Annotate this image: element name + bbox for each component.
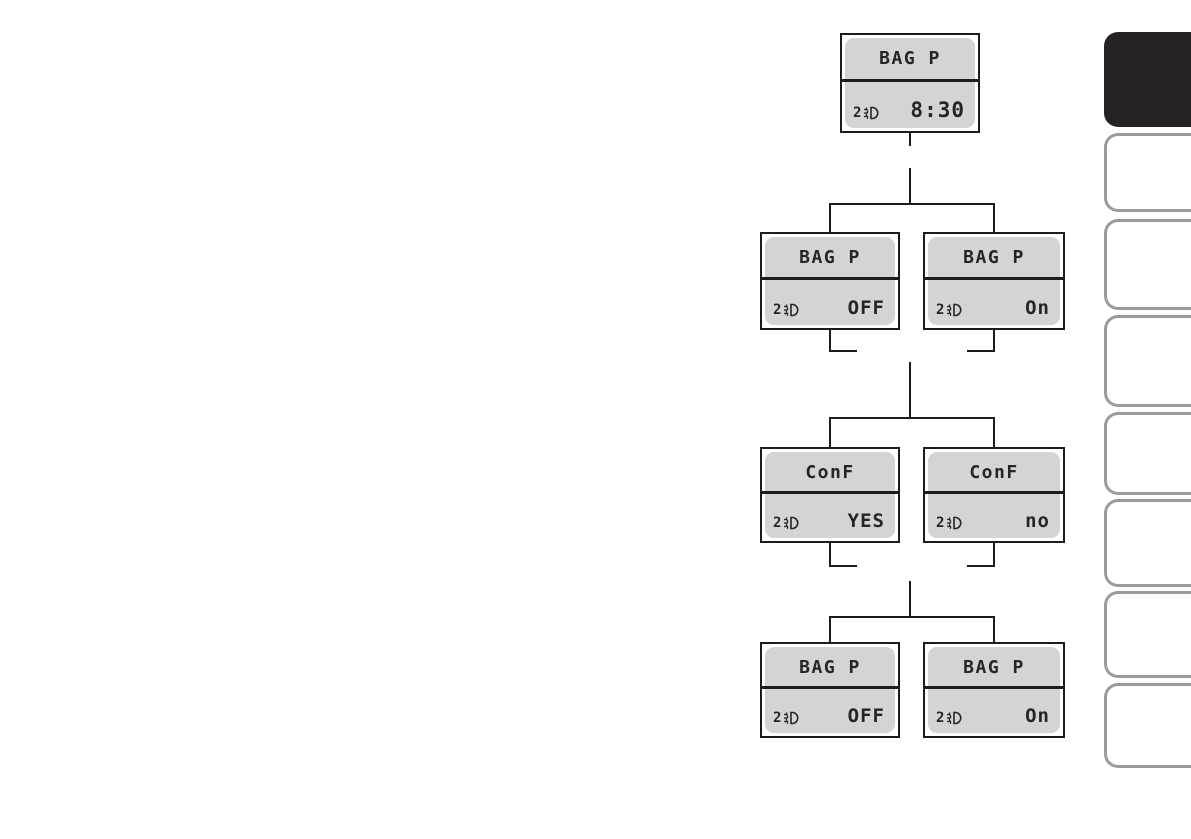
lamp-glyph <box>947 516 962 530</box>
lcd-title: ConF <box>805 462 855 483</box>
connector-line <box>829 330 831 352</box>
connector-line <box>829 417 995 419</box>
connector-line <box>829 205 831 232</box>
lcd-divider <box>925 686 1063 690</box>
lcd-title: ConF <box>969 462 1019 483</box>
connector-line <box>829 419 831 447</box>
lcd-value: OFF <box>847 297 885 319</box>
connector-line <box>829 203 995 205</box>
lcd-title: BAG P <box>799 247 861 268</box>
panel-light-icon: 2 <box>936 302 963 318</box>
panel-light-icon: 2 <box>936 515 963 531</box>
lamp-glyph <box>784 711 799 725</box>
lcd-divider <box>762 277 898 281</box>
panel-light-icon: 2 <box>773 710 800 726</box>
lcd-divider <box>842 79 978 83</box>
connector-line <box>909 133 911 146</box>
lamp-glyph <box>947 303 962 317</box>
section-tab-5 <box>1104 412 1191 495</box>
lcd-value: 8:30 <box>910 98 965 122</box>
connector-line <box>909 168 911 205</box>
connector-line <box>829 543 831 567</box>
connector-line <box>967 350 995 352</box>
connector-line <box>829 565 857 567</box>
lcd-divider <box>925 491 1063 495</box>
lcd-screen-bagp-on: BAG P 2 On <box>923 232 1065 330</box>
icon-number: 2 <box>773 302 782 318</box>
section-tab-4 <box>1104 315 1191 407</box>
connector-line <box>909 362 911 419</box>
lcd-value: no <box>1025 510 1050 532</box>
icon-number: 2 <box>773 515 782 531</box>
icon-number: 2 <box>936 515 945 531</box>
lcd-value: On <box>1025 705 1050 727</box>
lcd-title: BAG P <box>879 48 941 69</box>
section-tab-8 <box>1104 683 1191 768</box>
panel-light-icon: 2 <box>936 710 963 726</box>
section-tab-6 <box>1104 499 1191 587</box>
section-tab-7 <box>1104 591 1191 678</box>
lcd-screen-bagp-off: BAG P 2 OFF <box>760 232 900 330</box>
icon-number: 2 <box>936 302 945 318</box>
lcd-title: BAG P <box>799 657 861 678</box>
section-tab-1 <box>1104 32 1191 127</box>
connector-line <box>993 543 995 567</box>
panel-light-icon: 2 <box>773 302 800 318</box>
lamp-glyph <box>947 711 962 725</box>
panel-light-icon: 2 <box>773 515 800 531</box>
lcd-screen-bagp-initial: BAG P 2 8:30 <box>840 33 980 133</box>
lamp-glyph <box>864 106 879 120</box>
icon-number: 2 <box>936 710 945 726</box>
connector-line <box>909 581 911 618</box>
lcd-value: OFF <box>847 705 885 727</box>
connector-line <box>967 565 995 567</box>
connector-line <box>993 618 995 642</box>
lamp-glyph <box>784 516 799 530</box>
connector-line <box>993 205 995 232</box>
lcd-screen-conf-yes: ConF 2 YES <box>760 447 900 543</box>
connector-line <box>829 350 857 352</box>
connector-line <box>993 330 995 352</box>
lamp-glyph <box>784 303 799 317</box>
section-tab-2 <box>1104 133 1191 212</box>
lcd-screen-bagp-on-final: BAG P 2 On <box>923 642 1065 738</box>
icon-number: 2 <box>773 710 782 726</box>
lcd-screen-bagp-off-final: BAG P 2 OFF <box>760 642 900 738</box>
panel-light-icon: 2 <box>853 105 880 121</box>
section-tab-3 <box>1104 219 1191 310</box>
connector-line <box>829 616 995 618</box>
connector-line <box>829 618 831 642</box>
lcd-screen-conf-no: ConF 2 no <box>923 447 1065 543</box>
lcd-value: YES <box>847 510 885 532</box>
lcd-divider <box>762 491 898 495</box>
icon-number: 2 <box>853 105 862 121</box>
lcd-title: BAG P <box>963 657 1025 678</box>
lcd-divider <box>762 686 898 690</box>
connector-line <box>993 419 995 447</box>
lcd-divider <box>925 277 1063 281</box>
lcd-title: BAG P <box>963 247 1025 268</box>
lcd-value: On <box>1025 297 1050 319</box>
